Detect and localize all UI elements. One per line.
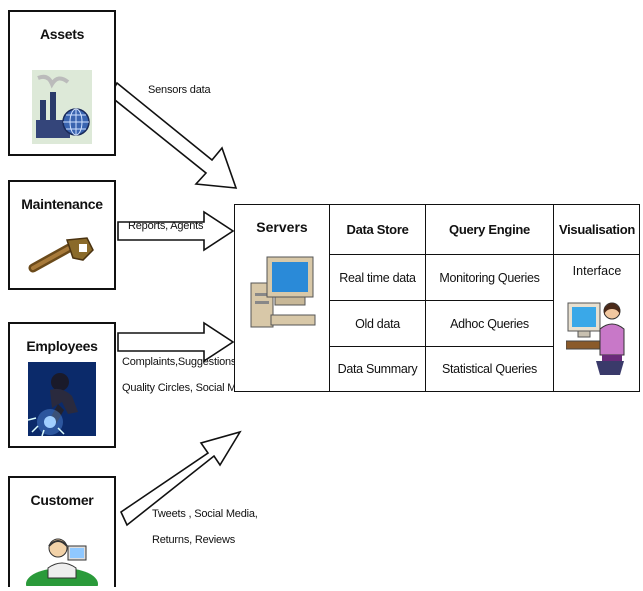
source-employees: Employees — [8, 322, 116, 448]
visualisation-header: Visualisation — [554, 205, 640, 255]
user-workstation-icon — [565, 295, 628, 382]
edge-label-tweets-2: Returns, Reviews — [152, 534, 235, 546]
source-title: Customer — [30, 492, 94, 508]
edge-label-sensors: Sensors data — [148, 84, 211, 96]
data-query-grid: Data Store Query Engine Real time data M… — [330, 205, 554, 391]
query-engine-item: Adhoc Queries — [426, 301, 554, 347]
visualisation-subtitle: Interface — [572, 264, 622, 278]
factory-globe-icon — [32, 70, 92, 149]
source-customer: Customer — [8, 476, 116, 591]
arrow-sensors — [108, 81, 238, 189]
person-at-computer-icon — [24, 534, 100, 591]
data-store-header: Data Store — [330, 205, 426, 255]
system-architecture-table: Servers Data Store Query Engine Real tim… — [234, 204, 640, 392]
computer-icon — [249, 253, 317, 336]
source-title: Maintenance — [21, 196, 103, 212]
source-title: Employees — [26, 338, 98, 354]
data-store-item: Data Summary — [330, 347, 426, 391]
visualisation-column: Visualisation Interface — [554, 205, 640, 391]
data-store-item: Old data — [330, 301, 426, 347]
source-title: Assets — [39, 26, 85, 42]
edge-label-complaints-1: Complaints,Suggestions — [122, 356, 237, 368]
arrow-tweets — [119, 430, 242, 527]
query-engine-item: Statistical Queries — [426, 347, 554, 391]
edge-label-tweets-1: Tweets , Social Media, — [152, 508, 258, 520]
query-engine-header: Query Engine — [426, 205, 554, 255]
source-assets: Assets — [8, 10, 116, 156]
welder-icon — [27, 362, 96, 441]
wrench-icon — [27, 234, 97, 279]
source-maintenance: Maintenance — [8, 180, 116, 290]
arrow-complaints — [117, 321, 235, 363]
query-engine-item: Monitoring Queries — [426, 255, 554, 301]
servers-column: Servers — [235, 205, 330, 391]
arrow-reports — [117, 210, 235, 252]
data-store-item: Real time data — [330, 255, 426, 301]
edge-label-complaints-2: Quality Circles, Social Me — [122, 382, 234, 394]
edge-label-reports: Reports, Agents — [128, 220, 204, 232]
servers-header: Servers — [256, 219, 308, 235]
